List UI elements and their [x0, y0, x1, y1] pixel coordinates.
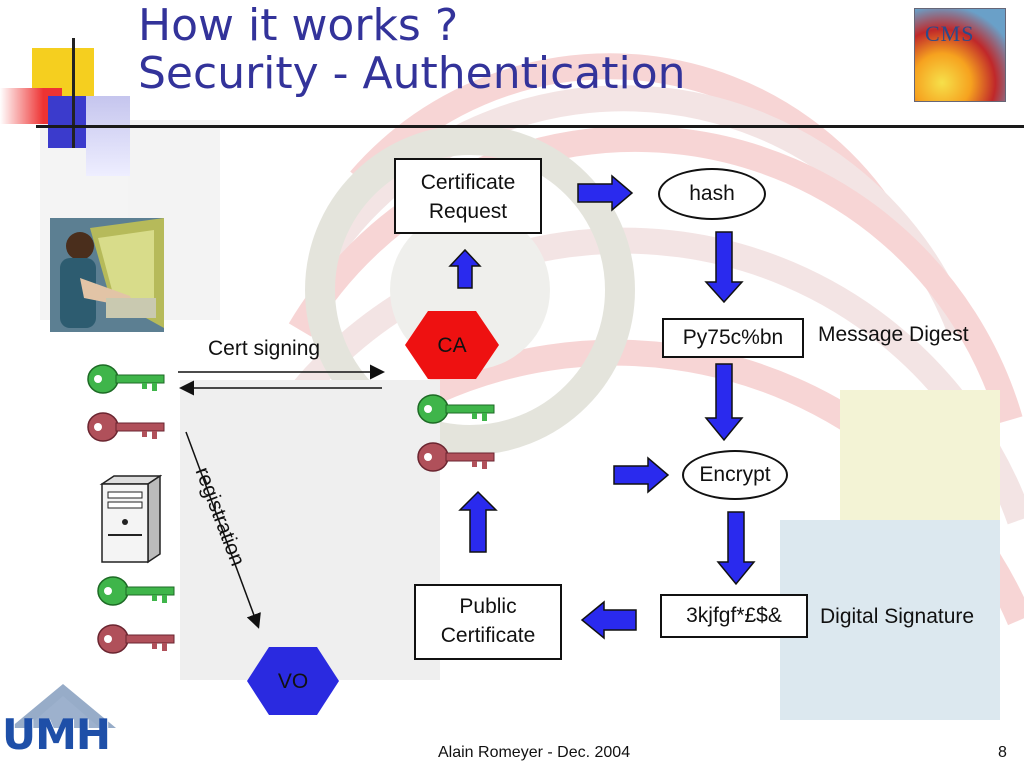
arrow-digest-to-encrypt [704, 363, 744, 442]
public-certificate-box: Public Certificate [414, 584, 562, 660]
title-line-1: How it works ? [138, 0, 459, 51]
message-digest-label: Message Digest [818, 323, 969, 346]
cert-request-line-1: Certificate [420, 171, 516, 194]
encrypt-label: Encrypt [699, 463, 771, 486]
ca-label: CA [437, 334, 467, 357]
public-cert-line-2: Certificate [440, 624, 536, 647]
cms-logo-text: CMS [925, 21, 975, 46]
encrypt-node: Encrypt [682, 450, 788, 500]
server-icon [99, 474, 162, 564]
cert-signing-label: Cert signing [208, 337, 321, 360]
user-green-key-icon [87, 364, 165, 394]
vo-label: VO [277, 670, 309, 693]
user-computer-icon [50, 218, 164, 332]
ca-green-key-icon [417, 394, 495, 424]
umh-logo: UMH [0, 680, 126, 768]
hash-node: hash [658, 168, 766, 220]
decor-square-fade [86, 96, 130, 176]
vo-node [247, 647, 339, 715]
arrow-certificate-to-ca [458, 490, 498, 553]
arrow-request-to-hash [577, 174, 634, 212]
arrow-ca-to-request [448, 248, 482, 289]
footer-author: Alain Romeyer - Dec. 2004 [438, 744, 631, 761]
umh-logo-text: UMH [2, 710, 111, 759]
decor-vertical-line [72, 38, 75, 148]
cert-request-line-2: Request [428, 200, 508, 223]
ca-node [405, 311, 499, 379]
digest-value: Py75c%bn [682, 326, 784, 349]
ca-red-key-icon [417, 442, 495, 472]
digital-signature-box: 3kjfgf*£$& [660, 594, 808, 638]
title-rule [36, 125, 1024, 128]
message-digest-box: Py75c%bn [662, 318, 804, 358]
arrow-signature-to-certificate [580, 600, 637, 640]
public-cert-line-1: Public [459, 595, 517, 618]
user-red-key-icon [87, 412, 165, 442]
cms-logo: CMS [914, 8, 1006, 102]
page-title: How it works ? Security - Authentication [138, 2, 686, 98]
arrow-registration [185, 431, 261, 629]
arrow-encrypt-to-signature [716, 511, 756, 586]
certificate-request-box: Certificate Request [394, 158, 542, 234]
hash-label: hash [689, 182, 735, 205]
arrow-keys-to-encrypt [613, 456, 670, 494]
server-green-key-icon [97, 576, 175, 606]
title-line-2: Security - Authentication [138, 48, 686, 99]
signature-value: 3kjfgf*£$& [686, 604, 782, 627]
arrow-hash-to-digest [704, 231, 744, 304]
digital-signature-label: Digital Signature [820, 605, 975, 628]
page-number: 8 [998, 744, 1007, 761]
server-red-key-icon [97, 624, 175, 654]
